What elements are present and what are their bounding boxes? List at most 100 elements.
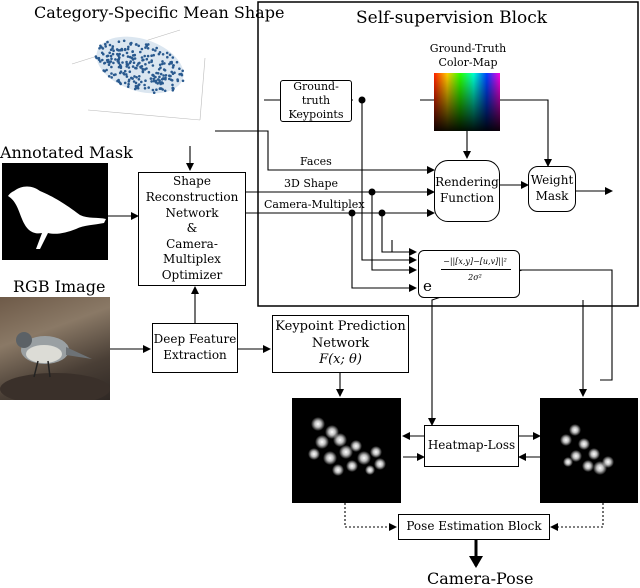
cloud-point	[163, 62, 166, 65]
cloud-point	[123, 47, 127, 51]
cloud-point	[140, 80, 143, 84]
cloud-point	[100, 51, 104, 55]
cloud-point	[161, 82, 164, 85]
cloud-point	[145, 67, 148, 70]
cloud-point	[152, 53, 155, 57]
heatmap-blob	[588, 448, 600, 460]
cloud-point	[146, 54, 150, 58]
cloud-point	[137, 83, 141, 86]
cloud-point	[152, 77, 155, 81]
cloud-point	[107, 75, 111, 78]
cloud-point	[140, 47, 144, 51]
heatmap-blob	[332, 464, 344, 476]
shape-to-gaussian	[371, 192, 417, 274]
gaussian-out-line	[520, 269, 613, 381]
cloud-point	[110, 57, 113, 61]
cloud-point	[154, 75, 157, 79]
cloud-point	[112, 49, 115, 52]
cloud-point	[141, 67, 144, 71]
cloud-point	[164, 76, 167, 80]
cloud-point	[98, 47, 101, 50]
cloud-point	[158, 51, 162, 54]
cloud-point	[106, 60, 109, 64]
cloud-point	[127, 82, 130, 86]
cloud-point	[159, 66, 162, 69]
cloud-point	[151, 48, 155, 51]
heatmap-blob	[311, 417, 325, 431]
heatmap-blob	[365, 465, 375, 475]
cloud-point	[151, 88, 155, 92]
deep-feature-box: Deep Feature Extraction	[152, 323, 238, 373]
cloud-point	[162, 68, 166, 71]
annotated-mask-label: Annotated Mask	[0, 143, 133, 162]
cloud-point	[120, 47, 124, 51]
cloud-point	[149, 77, 153, 80]
cloud-point	[152, 79, 156, 83]
cloud-point	[110, 65, 113, 69]
cloud-point	[116, 60, 120, 63]
cloud-point	[143, 87, 147, 90]
cloud-point	[131, 50, 134, 53]
heatmap-blob	[602, 456, 614, 468]
cloud-point	[119, 82, 122, 86]
cloud-point	[128, 55, 132, 59]
cloud-point	[115, 48, 119, 51]
cloud-point	[165, 51, 169, 55]
cloud-point	[110, 76, 113, 79]
cloud-point	[143, 83, 146, 87]
cloud-point	[147, 43, 150, 46]
cloud-point	[154, 79, 158, 83]
cloud-point	[144, 79, 147, 82]
cloud-point	[172, 64, 175, 67]
cloud-point	[164, 74, 168, 77]
cloud-point	[139, 50, 142, 54]
cloud-point	[181, 79, 185, 83]
cloud-point	[108, 51, 111, 55]
cloud-point	[131, 65, 135, 68]
cloud-point	[162, 74, 165, 77]
cloud-point	[146, 47, 150, 50]
cloud-point	[128, 70, 132, 73]
cloud-point	[118, 52, 121, 56]
cloud-point	[126, 55, 130, 58]
cloud-point	[161, 62, 164, 66]
cloud-point	[121, 61, 124, 64]
cloud-point	[129, 60, 132, 63]
cloud-point	[171, 86, 175, 90]
cloud-point	[151, 64, 155, 67]
cloud-point	[133, 75, 136, 78]
cloud-point	[155, 88, 158, 91]
cloud-point	[134, 84, 138, 88]
cloud-point	[144, 43, 148, 46]
cloud-point	[170, 70, 173, 74]
heatmap-blob	[315, 435, 329, 449]
heatmap-blob	[357, 451, 371, 465]
cloud-point	[133, 87, 137, 91]
cloud-point	[171, 56, 175, 59]
cloud-point	[169, 61, 172, 64]
cloud-point	[131, 58, 135, 61]
cloud-point	[161, 77, 165, 80]
cloud-point	[154, 49, 157, 52]
pose-estimation-box: Pose Estimation Block	[398, 514, 550, 540]
cloud-point	[171, 89, 175, 92]
cloud-point	[140, 56, 144, 59]
cloud-point	[126, 47, 130, 51]
cloud-point	[114, 58, 117, 61]
rgb-image-label: RGB Image	[13, 277, 106, 296]
cloud-point	[145, 57, 149, 61]
cloud-point	[175, 60, 179, 64]
mean-shape-label: Category-Specific Mean Shape	[34, 3, 285, 22]
cloud-point	[135, 76, 138, 79]
cloud-point	[168, 74, 171, 77]
cloud-point	[147, 70, 151, 74]
cloud-point	[111, 52, 115, 56]
cloud-point	[101, 58, 104, 62]
cloud-point	[126, 85, 130, 88]
keypoint-network-box: Keypoint Prediction Network F(x; θ)	[272, 315, 409, 373]
cloud-point	[127, 66, 131, 69]
cloud-point	[147, 86, 150, 89]
cloud-point	[122, 39, 126, 43]
rendering-function-box: Rendering Function	[434, 160, 500, 222]
